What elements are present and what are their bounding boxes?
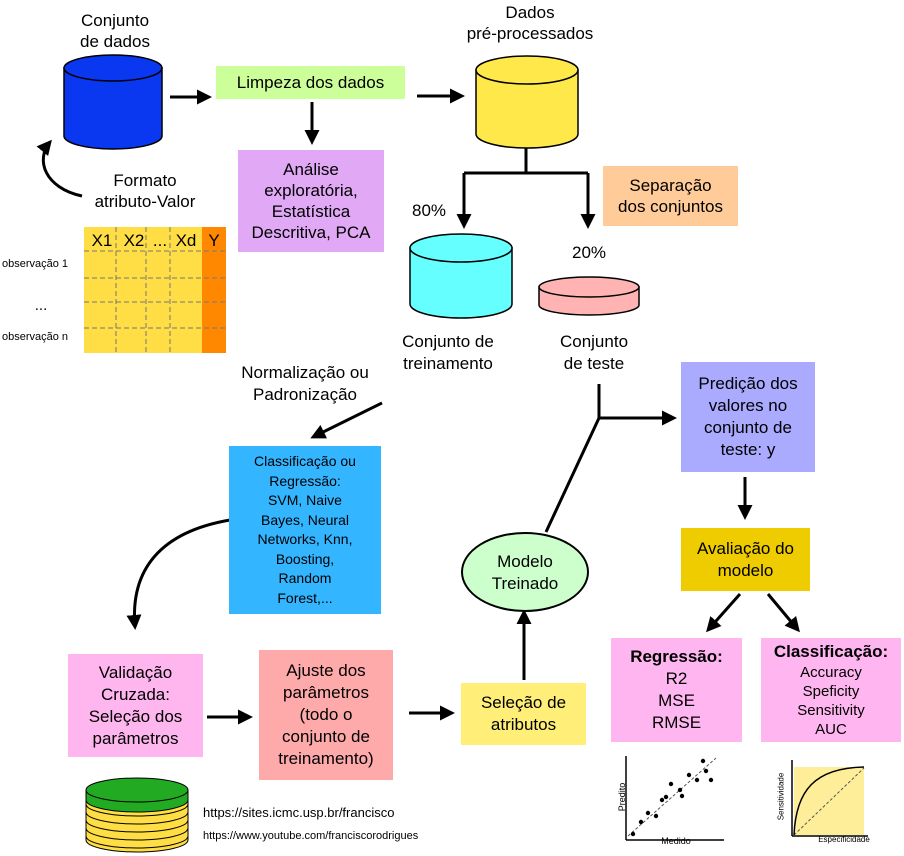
classification-metrics: Accuracy Speficity Sensitivity AUC xyxy=(797,664,865,738)
table-header-y: Y xyxy=(208,231,220,250)
line-model-to-test xyxy=(544,417,601,533)
table-header-xd: Xd xyxy=(175,231,197,250)
arrow-normalization-to-models xyxy=(310,401,383,439)
regression-xlabel: Medido xyxy=(661,836,691,846)
parameter-tuning-box: Ajuste dos parâmetros (todo o conjunto d… xyxy=(259,650,393,780)
dataset-cylinder xyxy=(63,54,163,150)
feature-selection-box: Seleção de atributos xyxy=(461,683,586,745)
table-header-ellipsis: ... xyxy=(152,231,168,250)
trained-model-label: Modelo Treinado xyxy=(491,552,559,593)
regression-ylabel: Predito xyxy=(617,782,627,812)
normalization-label: Normalização ou Padronização xyxy=(241,363,369,404)
preprocessed-label: Dados pré-processados xyxy=(466,3,594,43)
data-cleaning-box: Limpeza dos dados xyxy=(216,66,405,99)
table-header-x2: X2 xyxy=(123,231,145,250)
table-row-label: ... xyxy=(34,297,48,314)
preprocessed-cylinder xyxy=(475,55,579,149)
pct-training-label: 80% xyxy=(411,201,447,220)
dataset-label: Conjunto de dados xyxy=(80,11,150,51)
evaluation-box: Avaliação do modelo xyxy=(681,528,810,591)
trained-model-ellipse xyxy=(461,532,589,612)
classification-title: Classificação: xyxy=(773,642,889,661)
youtube-link[interactable]: https://www.youtube.com/franciscorodrigu… xyxy=(203,830,419,842)
arrow-evaluation-to-regression xyxy=(706,593,742,633)
data-stack-icon xyxy=(85,777,189,853)
table-header-x1: X1 xyxy=(91,231,113,250)
split-connector xyxy=(464,148,588,175)
training-cylinder xyxy=(409,233,513,319)
prediction-box: Predição dos valores no conjunto de test… xyxy=(681,362,815,472)
table-row-label: observação n xyxy=(2,331,69,343)
site-link[interactable]: https://sites.icmc.usp.br/francisco xyxy=(203,805,395,820)
arrow-models-to-crossval xyxy=(126,518,231,630)
exploratory-analysis-box: Análise exploratória, Estatística Descri… xyxy=(238,150,384,252)
test-label: Conjunto de teste xyxy=(559,332,629,373)
roc-xlabel: Especificidade xyxy=(818,835,870,844)
roc-ylabel: Sensitividade xyxy=(776,772,786,821)
table-row-label: observação 1 xyxy=(2,258,69,270)
regression-title: Regressão: xyxy=(630,647,723,666)
attribute-value-table xyxy=(84,227,226,353)
format-label: Formato atributo-Valor xyxy=(94,171,196,211)
arrow-evaluation-to-classification xyxy=(766,593,800,633)
regression-metrics-box: Regressão: R2 MSE RMSE xyxy=(611,638,742,742)
regression-metrics: R2 MSE RMSE xyxy=(651,669,702,732)
test-cylinder xyxy=(538,276,640,316)
models-box: Classificação ou Regressão: SVM, Naive B… xyxy=(229,446,381,614)
cross-validation-box: Validação Cruzada: Seleção dos parâmetro… xyxy=(68,654,203,757)
training-label: Conjunto de treinamento xyxy=(402,332,494,373)
roc-plot xyxy=(791,760,868,837)
classification-metrics-box: Classificação: Accuracy Speficity Sensit… xyxy=(761,638,901,742)
split-box: Separação dos conjuntos xyxy=(603,166,738,226)
regression-plot xyxy=(625,756,724,841)
pct-test-label: 20% xyxy=(571,243,607,262)
arrow-format-to-dataset xyxy=(36,139,83,198)
